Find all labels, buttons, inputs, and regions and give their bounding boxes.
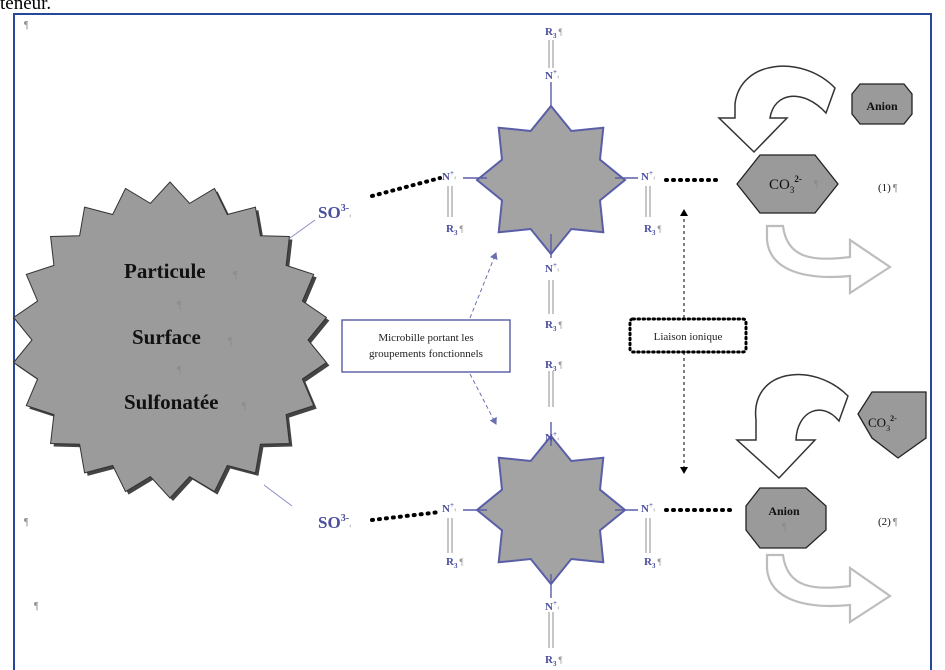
particle-connector	[263, 484, 293, 507]
callout-arrow-down	[469, 373, 497, 425]
amine-n-label: N+‹	[545, 599, 560, 613]
top-caption: teneur.	[0, 0, 52, 14]
r3-label: R3¶	[644, 556, 662, 570]
ionic-link-label: Liaison ionique	[654, 331, 723, 343]
microbead-shape	[475, 434, 627, 586]
amine-n-label: N+‹	[545, 68, 560, 82]
pilcrow-mark: ¶	[34, 601, 39, 612]
pilcrow-mark: ¶	[24, 20, 29, 31]
pilcrow-mark: ¶	[177, 300, 182, 311]
ionic-link-callout: Liaison ionique	[628, 209, 748, 474]
particle-label-surface: Surface	[132, 325, 201, 349]
amine-n-label: N+‹	[545, 430, 560, 444]
r3-label: R3¶	[545, 359, 563, 373]
r3-label: R3¶	[644, 223, 662, 237]
particle-label-particule: Particule	[124, 259, 206, 283]
amine-n-label: N+‹	[641, 169, 656, 183]
carbonate-label: CO32-	[769, 174, 802, 195]
step-label-1: (1)¶	[878, 182, 898, 194]
callout-box	[341, 319, 511, 373]
anion-label: Anion	[866, 99, 898, 113]
particle-shape	[12, 181, 328, 499]
amine-n-label: N+‹	[442, 169, 457, 183]
svg-text:SO3-‹: SO3-‹	[318, 513, 352, 532]
pilcrow-mark: ¶	[242, 401, 247, 412]
sulfonate-group-bottom: SO3-‹	[318, 513, 352, 532]
diagram-frame	[13, 13, 932, 670]
pilcrow-mark: ¶	[228, 336, 233, 347]
double-bonds	[447, 40, 651, 648]
curved-arrow-in-1	[717, 65, 836, 154]
amine-n-label: N+‹	[442, 501, 457, 515]
amine-n-label: N+‹	[641, 501, 656, 515]
bead-bonds	[463, 82, 638, 598]
microbead-top	[475, 104, 627, 256]
r3-label: R3¶	[446, 556, 464, 570]
microbead-bottom	[475, 434, 627, 586]
sulfonated-particle	[12, 181, 330, 501]
pilcrow-mark: ¶	[233, 270, 238, 281]
callout-arrow-up	[469, 252, 498, 319]
curved-arrow-out-1	[765, 224, 892, 296]
anion-label: Anion	[768, 504, 800, 518]
callout-line1: Microbille portant les	[378, 332, 473, 344]
pilcrow-mark: ¶	[782, 522, 787, 533]
pilcrow-mark: ¶	[177, 365, 182, 376]
r3-label: R3¶	[545, 319, 563, 333]
amine-labels: N+‹ N+‹ N+‹ N+‹ N+‹ N+‹ N+‹ N+‹ R3¶ R3¶ R3¶ R3¶ R3¶ R…	[442, 26, 662, 668]
anion-shape-bound: Anion ¶	[745, 487, 827, 549]
microbead-shape	[475, 104, 627, 256]
pilcrow-mark: ¶	[24, 517, 29, 528]
r3-label: R3¶	[545, 26, 563, 40]
curved-arrow-in-2	[735, 373, 849, 480]
anion-shape-top: Anion	[851, 83, 913, 125]
particle-label-sulfonatee: Sulfonatée	[124, 390, 219, 414]
step-label-2: (2)¶	[878, 516, 898, 528]
ionic-label-box	[628, 317, 748, 354]
sulfonate-group-top: SO3-‹	[318, 203, 352, 222]
carbonate-shape-free: CO32-	[857, 391, 927, 459]
ionic-bond-dots	[370, 176, 442, 198]
amine-n-label: N+‹	[545, 261, 560, 275]
r3-label: R3¶	[446, 223, 464, 237]
particle-connector	[289, 219, 316, 239]
callout-line2: groupements fonctionnels	[369, 348, 483, 360]
svg-text:SO3-‹: SO3-‹	[318, 203, 352, 222]
ionic-bond-dots	[370, 510, 442, 522]
r3-label: R3¶	[545, 654, 563, 668]
carbonate-shape-top: CO32- ¶	[736, 154, 839, 214]
pilcrow-mark: ¶	[814, 179, 819, 190]
carbonate-label: CO32-	[868, 414, 897, 433]
microbead-callout: Microbille portant les groupements fonct…	[341, 252, 511, 425]
curved-arrow-out-2	[765, 553, 892, 625]
